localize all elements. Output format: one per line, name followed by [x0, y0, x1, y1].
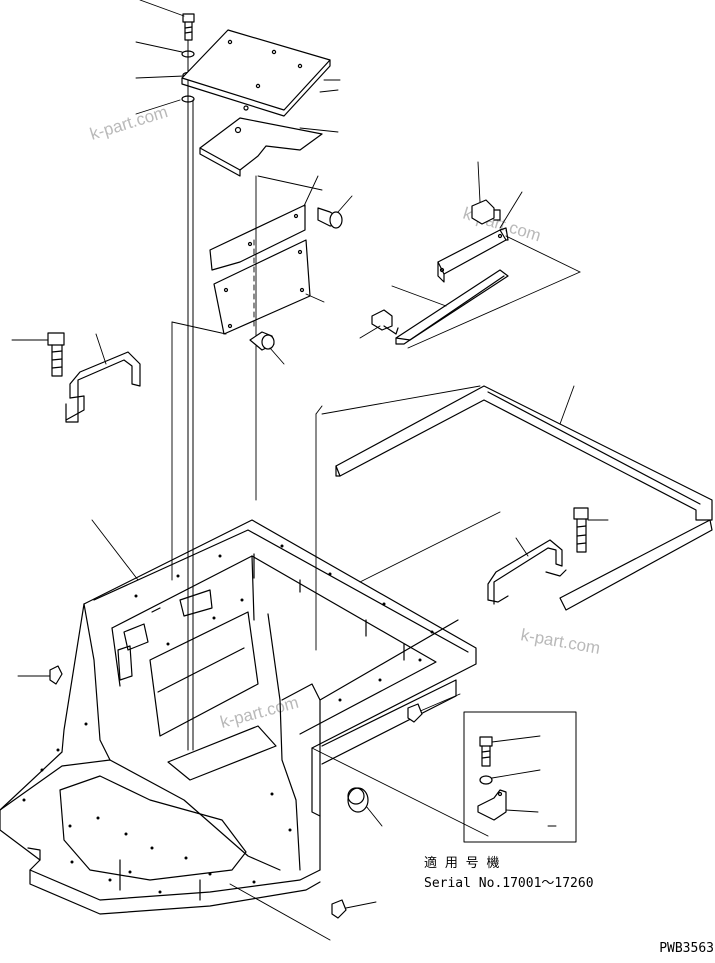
assembly-line [315, 405, 323, 415]
drawing-number: PWB3563 [659, 941, 714, 956]
mat-strip [559, 519, 713, 611]
left-bolt [47, 332, 65, 377]
rubber-cap [347, 787, 369, 813]
leader-line [515, 537, 529, 557]
leader-lines [171, 175, 353, 365]
rubber-plug [331, 899, 347, 919]
floor-frame [0, 519, 477, 915]
hex-bolt [471, 199, 501, 225]
assembly-line [257, 175, 323, 191]
leader-line [559, 385, 575, 425]
left-handrail [65, 351, 141, 423]
top-bolt [182, 13, 195, 41]
inset-title-jp: 適 用 号 機 [424, 856, 500, 871]
right-handrail [487, 539, 567, 605]
right-bolt [573, 507, 589, 553]
side-cover-bracket [437, 227, 509, 283]
inset-frame [463, 711, 577, 843]
inset-washer [479, 775, 493, 785]
assembly-line [321, 385, 481, 415]
watermark: k-part.com [519, 625, 601, 658]
hex-bolt [249, 331, 275, 351]
assembly-line [359, 511, 501, 583]
leader-lines [359, 161, 581, 349]
floor-cover-plate [181, 29, 331, 117]
hex-bolt [317, 207, 343, 229]
frame-holes [22, 544, 434, 894]
cover-gasket [199, 117, 323, 177]
leader-lines [17, 519, 489, 941]
inset-leader-lines [491, 735, 557, 827]
rear-cover-plate-upper [209, 204, 306, 271]
side-cover-plate [395, 269, 509, 345]
watermark: k-part.com [88, 102, 170, 144]
inset-bolt [479, 736, 493, 767]
hex-bolt [371, 309, 399, 335]
rubber-plug [407, 703, 423, 723]
inset-bracket [477, 789, 507, 821]
leader-lines [135, 0, 341, 133]
rubber-plug [49, 665, 63, 685]
leader-line [95, 333, 107, 365]
inset-serial: Serial No.17001～17260 [424, 876, 594, 891]
floor-mat [335, 385, 713, 521]
